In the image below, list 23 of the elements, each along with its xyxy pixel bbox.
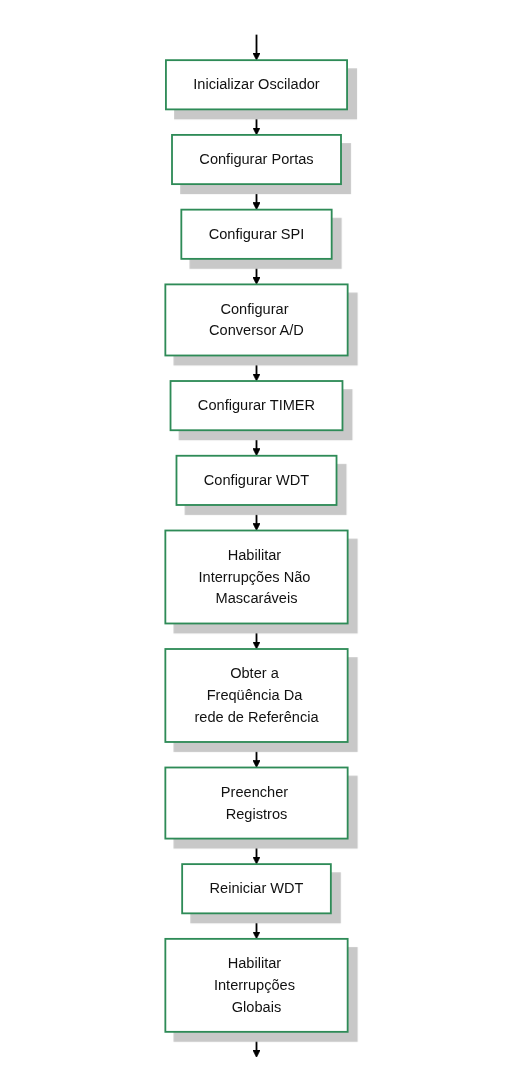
- node-box: Configurar TIMER: [169, 380, 344, 432]
- node-box: Inicializar Oscilador: [165, 59, 348, 111]
- node-box: Obter a Freqüência Da rede de Referência: [164, 648, 349, 743]
- arrow: [252, 33, 261, 61]
- arrow: [252, 183, 261, 210]
- arrow: [252, 429, 261, 457]
- node-box: Habilitar Interrupções Não Mascaráveis: [164, 529, 349, 625]
- node-box: Preencher Registros: [164, 766, 349, 840]
- arrow: [252, 354, 261, 382]
- node-box: Configurar WDT: [175, 454, 338, 506]
- arrow: [252, 837, 261, 865]
- arrow: [252, 912, 261, 940]
- arrow: [252, 108, 261, 136]
- arrow: [252, 741, 261, 768]
- node-box: Reiniciar WDT: [181, 863, 332, 915]
- node-box: Configurar Portas: [171, 134, 342, 186]
- node-box: Habilitar Interrupções Globais: [164, 937, 349, 1033]
- arrow: [252, 1030, 261, 1058]
- node-box: Configurar SPI: [180, 208, 333, 260]
- arrow: [252, 622, 261, 650]
- arrow: [252, 504, 261, 531]
- node-box: Configurar Conversor A/D: [164, 283, 349, 357]
- arrow: [252, 257, 261, 285]
